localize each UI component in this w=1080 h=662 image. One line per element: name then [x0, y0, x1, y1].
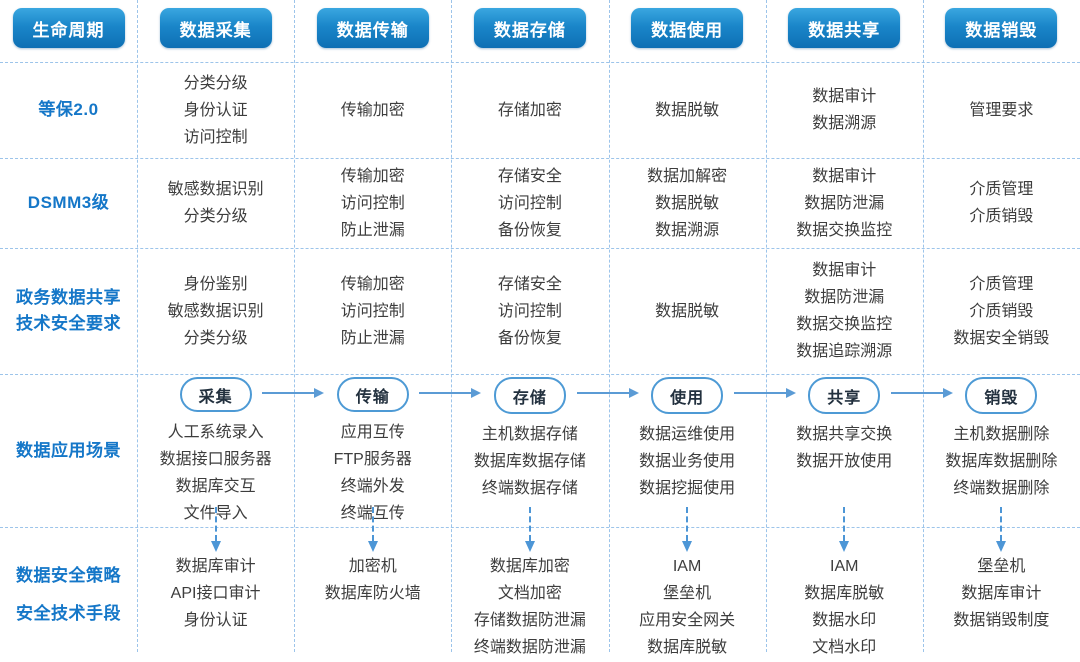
row-label-application-scenarios: 数据应用场景 — [16, 440, 121, 460]
table-cell: 数据库加密 文档加密 存储数据防泄漏 终端数据防泄漏 — [451, 527, 608, 662]
cell-text: 存储安全 访问控制 备份恢复 — [497, 167, 562, 239]
cell-text: 数据审计 数据防泄漏 数据交换监控 — [796, 167, 893, 239]
table-cell: 传输加密 — [294, 62, 451, 158]
row-label-classified-protection: 等保2.0 — [38, 100, 99, 119]
header-cell-destruction: 数据销毁 — [923, 0, 1080, 62]
row-label-cell-djbp: 等保2.0 — [0, 62, 137, 158]
stage-badge-usage: 使用 — [651, 377, 724, 414]
cell-text: 传输加密 访问控制 防止泄漏 — [340, 275, 405, 347]
stage-badge-label: 使用 — [670, 389, 705, 407]
scenario-list: 数据共享交换 数据开放使用 — [796, 426, 893, 470]
row-label-cell-gov-sharing: 政务数据共享 技术安全要求 — [0, 248, 137, 374]
cell-text: 数据审计 数据防泄漏 数据交换监控 数据追踪溯源 — [796, 262, 893, 360]
cell-text: 传输加密 访问控制 防止泄漏 — [340, 167, 405, 239]
cell-text: 数据脱敏 — [655, 101, 720, 119]
table-cell: 身份鉴别 敏感数据识别 分类分级 — [137, 248, 294, 374]
header-cell-usage: 数据使用 — [609, 0, 766, 62]
stage-header-button-transmission: 数据传输 — [316, 8, 429, 48]
table-cell: 敏感数据识别 分类分级 — [137, 158, 294, 248]
table-cell: 数据审计 数据溯源 — [766, 62, 923, 158]
table-cell: 数据审计 数据防泄漏 数据交换监控 — [766, 158, 923, 248]
table-cell: 介质管理 介质销毁 — [923, 158, 1080, 248]
scenario-cell-sharing: 共享 数据共享交换 数据开放使用 — [766, 374, 923, 527]
table-cell: 传输加密 访问控制 防止泄漏 — [294, 158, 451, 248]
cell-text: 堡垒机 数据库审计 数据销毁制度 — [953, 558, 1050, 629]
scenario-list: 人工系统录入 数据接口服务器 数据库交互 文件导入 — [159, 424, 272, 522]
scenario-cell-transmission: 传输 应用互传 FTP服务器 终端外发 终端互传 — [294, 374, 451, 527]
table-cell: 数据审计 数据防泄漏 数据交换监控 数据追踪溯源 — [766, 248, 923, 374]
stage-header-button-sharing: 数据共享 — [788, 8, 901, 48]
stage-badge-label: 销毁 — [984, 389, 1019, 407]
stage-badge-label: 共享 — [827, 389, 862, 407]
cell-text: 分类分级 身份认证 访问控制 — [183, 74, 248, 146]
stage-badge-collection: 采集 — [179, 377, 252, 412]
row-label-security-measures: 数据安全策略 安全技术手段 — [16, 565, 121, 623]
cell-text: 存储加密 — [497, 101, 562, 119]
cell-text: 数据加解密 数据脱敏 数据溯源 — [647, 167, 728, 239]
header-cell-collection: 数据采集 — [137, 0, 294, 62]
header-cell-storage: 数据存储 — [451, 0, 608, 62]
scenario-list: 应用互传 FTP服务器 终端外发 终端互传 — [333, 424, 412, 522]
header-cell-transmission: 数据传输 — [294, 0, 451, 62]
stage-badge-storage: 存储 — [493, 377, 566, 414]
table-cell: 管理要求 — [923, 62, 1080, 158]
stage-header-button-storage: 数据存储 — [473, 8, 586, 48]
cell-text: 管理要求 — [969, 101, 1034, 119]
cell-text: IAM 数据库脱敏 数据水印 文档水印 — [804, 558, 885, 656]
scenario-list: 主机数据删除 数据库数据删除 终端数据删除 — [945, 426, 1058, 497]
table-cell: 存储加密 — [451, 62, 608, 158]
row-label-cell-dsmm: DSMM3级 — [0, 158, 137, 248]
cell-text: 介质管理 介质销毁 数据安全销毁 — [953, 275, 1050, 347]
scenario-list: 主机数据存储 数据库数据存储 终端数据存储 — [473, 426, 586, 497]
table-cell: IAM 堡垒机 应用安全网关 数据库脱敏 — [609, 527, 766, 662]
table-cell: 介质管理 介质销毁 数据安全销毁 — [923, 248, 1080, 374]
table-cell: 传输加密 访问控制 防止泄漏 — [294, 248, 451, 374]
cell-text: 传输加密 — [340, 101, 405, 119]
cell-text: 加密机 数据库防火墙 — [324, 558, 421, 602]
cell-text: 数据库加密 文档加密 存储数据防泄漏 终端数据防泄漏 — [473, 558, 586, 656]
stage-badge-label: 传输 — [355, 388, 390, 406]
stage-header-button-collection: 数据采集 — [159, 8, 272, 48]
cell-text: IAM 堡垒机 应用安全网关 数据库脱敏 — [639, 558, 736, 656]
cell-text: 敏感数据识别 分类分级 — [167, 181, 264, 225]
table-cell: 数据库审计 API接口审计 身份认证 — [137, 527, 294, 662]
header-cell-lifecycle: 生命周期 — [0, 0, 137, 62]
scenario-list: 数据运维使用 数据业务使用 数据挖掘使用 — [639, 426, 736, 497]
row-label-dsmm: DSMM3级 — [27, 193, 110, 212]
stage-badge-sharing: 共享 — [808, 377, 881, 414]
table-cell: 加密机 数据库防火墙 — [294, 527, 451, 662]
table-cell: 堡垒机 数据库审计 数据销毁制度 — [923, 527, 1080, 662]
scenario-cell-usage: 使用 数据运维使用 数据业务使用 数据挖掘使用 — [609, 374, 766, 527]
stage-header-button-destruction: 数据销毁 — [945, 8, 1058, 48]
lifecycle-header-button: 生命周期 — [12, 8, 125, 48]
cell-text: 介质管理 介质销毁 — [969, 181, 1034, 225]
stage-badge-label: 存储 — [512, 389, 547, 407]
table-cell: 分类分级 身份认证 访问控制 — [137, 62, 294, 158]
stage-badge-label: 采集 — [198, 388, 233, 406]
scenario-cell-destruction: 销毁 主机数据删除 数据库数据删除 终端数据删除 — [923, 374, 1080, 527]
table-cell: 数据加解密 数据脱敏 数据溯源 — [609, 158, 766, 248]
table-cell: 存储安全 访问控制 备份恢复 — [451, 158, 608, 248]
table-cell: IAM 数据库脱敏 数据水印 文档水印 — [766, 527, 923, 662]
row-label-cell-scenarios: 数据应用场景 — [0, 374, 137, 527]
row-label-gov-sharing: 政务数据共享 技术安全要求 — [16, 288, 121, 333]
scenario-cell-collection: 采集 人工系统录入 数据接口服务器 数据库交互 文件导入 — [137, 374, 294, 527]
stage-header-button-usage: 数据使用 — [631, 8, 744, 48]
scenario-cell-storage: 存储 主机数据存储 数据库数据存储 终端数据存储 — [451, 374, 608, 527]
cell-text: 数据审计 数据溯源 — [812, 88, 877, 132]
stage-badge-destruction: 销毁 — [965, 377, 1038, 414]
row-label-cell-security-measures: 数据安全策略 安全技术手段 — [0, 527, 137, 662]
table-cell: 存储安全 访问控制 备份恢复 — [451, 248, 608, 374]
table-cell: 数据脱敏 — [609, 62, 766, 158]
cell-text: 数据脱敏 — [655, 302, 720, 320]
table-cell: 数据脱敏 — [609, 248, 766, 374]
header-cell-sharing: 数据共享 — [766, 0, 923, 62]
cell-text: 存储安全 访问控制 备份恢复 — [497, 275, 562, 347]
stage-badge-transmission: 传输 — [336, 377, 409, 412]
cell-text: 数据库审计 API接口审计 身份认证 — [170, 558, 261, 629]
cell-text: 身份鉴别 敏感数据识别 分类分级 — [167, 275, 264, 347]
